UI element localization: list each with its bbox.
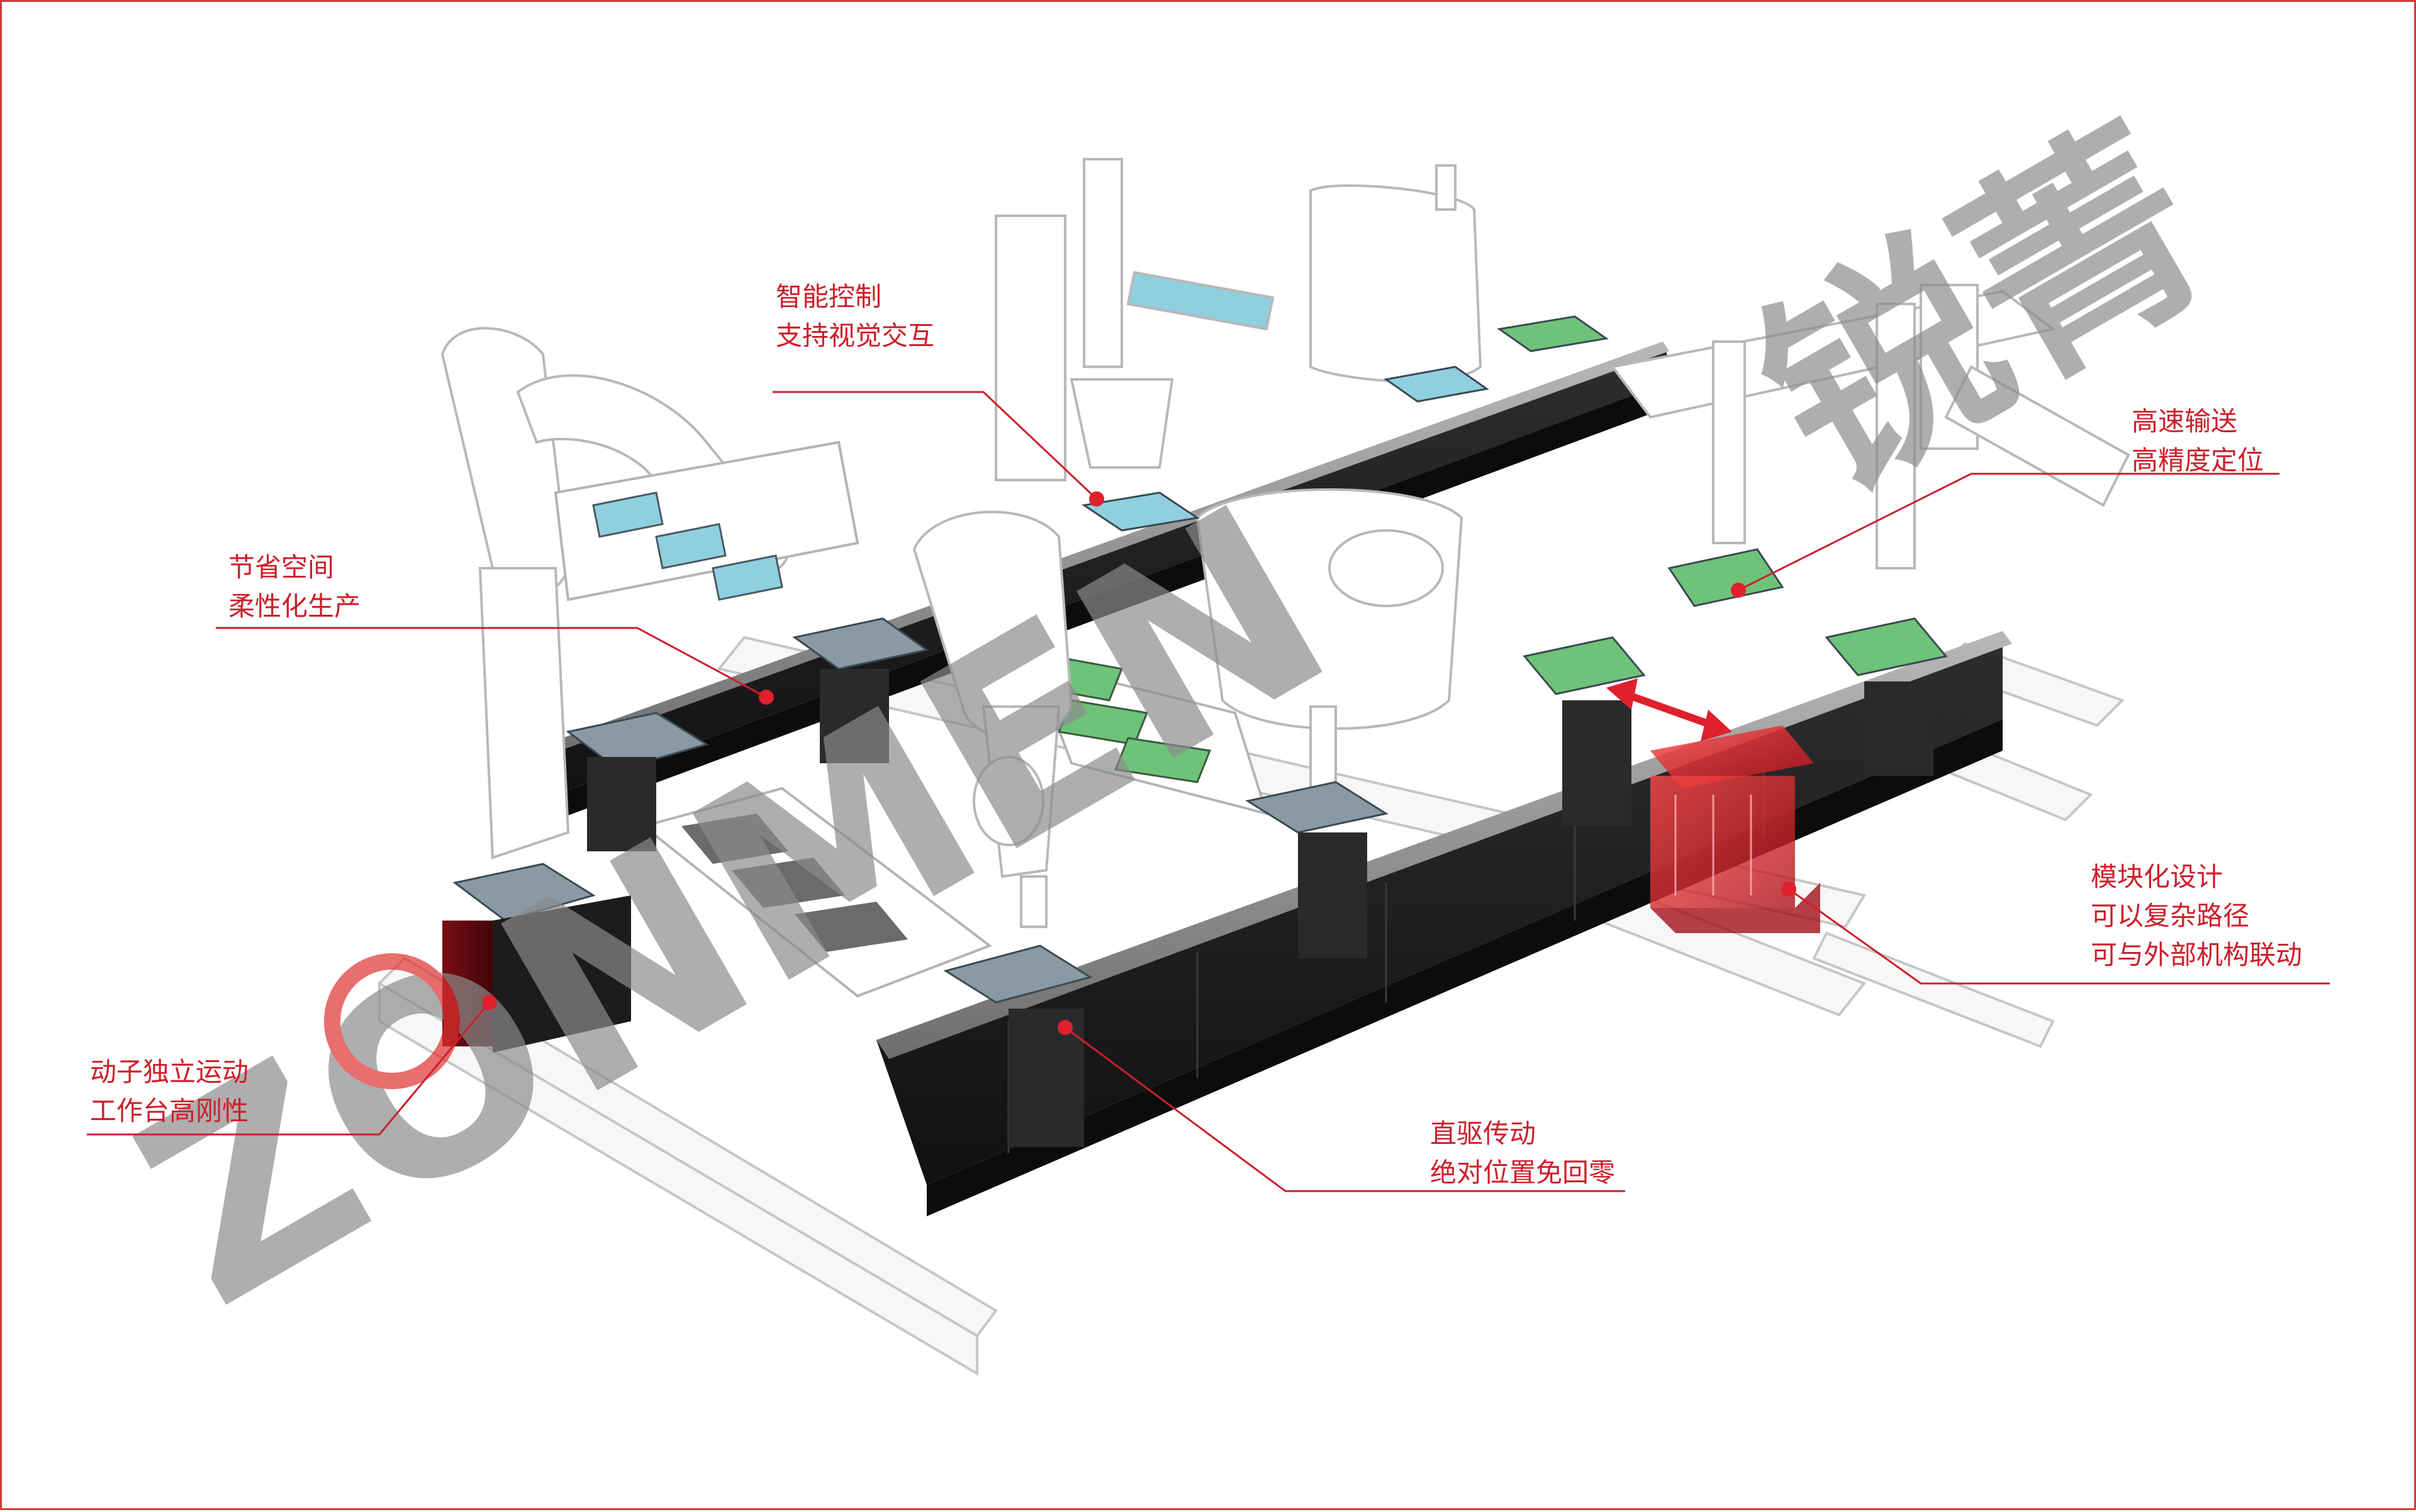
logo-ring-icon <box>324 953 460 1089</box>
callout-dots <box>482 491 1796 1035</box>
blue-tray-conveyor <box>554 440 859 602</box>
callout-line: 智能控制 <box>776 281 882 312</box>
callout-line: 动子独立运动 <box>90 1056 249 1087</box>
callout-line: 高速输送 <box>2132 406 2238 437</box>
callout-high-speed: 高速输送 高精度定位 <box>2132 402 2264 480</box>
callout-save-space: 节省空间 柔性化生产 <box>228 548 361 626</box>
empty-tray-conveyor <box>640 787 993 998</box>
callout-line: 可与外部机构联动 <box>2091 939 2303 970</box>
gantry-right <box>1610 284 2130 569</box>
callout-line: 直驱传动 <box>1430 1118 1536 1149</box>
green-tray-conveyor <box>1031 655 1268 815</box>
movers-gray <box>452 315 1948 1004</box>
robot-arm-front <box>912 510 1073 928</box>
callout-line: 节省空间 <box>228 552 335 583</box>
double-arrow-icon <box>1606 678 1732 741</box>
callout-direct-drive: 直驱传动 绝对位置免回零 <box>1430 1114 1615 1192</box>
callout-modular: 模块化设计 可以复杂路径 可与外部机构联动 <box>2091 858 2302 975</box>
callout-line: 模块化设计 <box>2091 861 2223 892</box>
callout-line: 工作台高刚性 <box>90 1095 249 1126</box>
scara-robot-back <box>995 158 1482 481</box>
callout-line: 支持视觉交互 <box>776 320 935 351</box>
callout-smart-control: 智能控制 支持视觉交互 <box>776 277 934 356</box>
callout-mover: 动子独立运动 工作台高刚性 <box>90 1053 249 1131</box>
callout-line: 柔性化生产 <box>228 591 361 622</box>
callout-line: 绝对位置免回零 <box>1430 1157 1616 1188</box>
callout-leaders <box>87 391 2330 1192</box>
scara-robot-center <box>1195 488 1463 809</box>
modular-unit-highlight <box>1650 725 1820 933</box>
callout-line: 高精度定位 <box>2132 445 2264 476</box>
callout-line: 可以复杂路径 <box>2091 900 2250 931</box>
